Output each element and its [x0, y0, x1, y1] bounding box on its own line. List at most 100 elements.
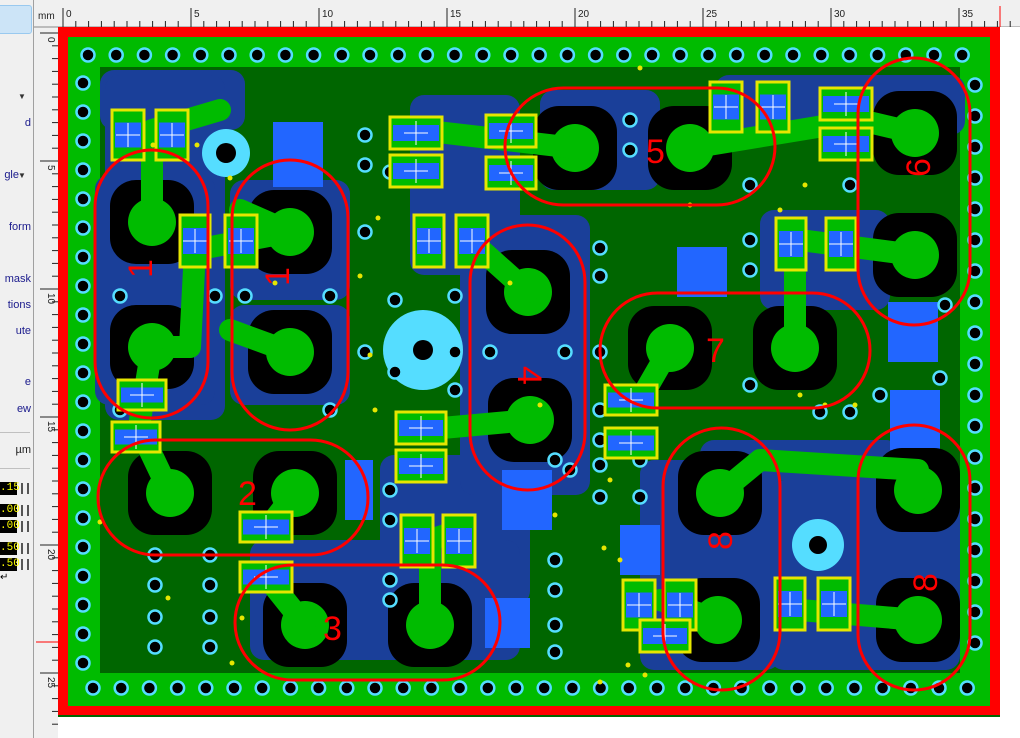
value-field-1[interactable]: .15: [0, 482, 20, 495]
ruler-label: 10: [322, 9, 334, 20]
via: [75, 104, 91, 120]
via: [846, 680, 863, 696]
via: [818, 680, 834, 696]
smd-crosshair: [619, 431, 643, 455]
via: [649, 680, 665, 696]
silk-label: 1: [259, 267, 297, 286]
vias: [75, 47, 983, 696]
via: [395, 680, 411, 696]
via: [75, 626, 91, 642]
via: [75, 394, 91, 410]
copper-pad-area: [888, 302, 938, 362]
via: [503, 47, 519, 63]
tool-panel: ▼ d gle ▼ form mask tions ute e ew µm .1…: [0, 0, 34, 738]
spin-button[interactable]: [21, 543, 29, 554]
via: [198, 680, 214, 696]
via-dot: [642, 672, 648, 678]
via: [75, 452, 91, 468]
smd-crosshair: [405, 529, 429, 553]
rotate-icon[interactable]: ↵: [0, 572, 9, 583]
copper-pad-area: [502, 470, 552, 530]
smd-outline: [116, 378, 168, 412]
panel-item-3[interactable]: form: [9, 221, 31, 233]
ruler-label: 20: [578, 9, 590, 20]
via: [954, 47, 970, 63]
smd-outline: [223, 213, 259, 269]
via: [113, 680, 129, 696]
via: [557, 344, 573, 360]
via: [644, 47, 660, 63]
silkscreen-outline: [93, 148, 210, 420]
silk-label: 8: [907, 573, 945, 592]
panel-item-5[interactable]: tions: [7, 299, 31, 311]
via-dot: [150, 142, 156, 148]
spin-button[interactable]: [21, 483, 29, 494]
via-dot: [507, 280, 513, 286]
via-dot: [357, 273, 363, 279]
via: [382, 572, 398, 588]
smd-crosshair: [627, 593, 651, 617]
via-dot: [625, 662, 631, 668]
dropdown-arrow-icon[interactable]: ▼: [18, 171, 26, 180]
via: [841, 47, 858, 63]
smd-outline: [603, 426, 659, 460]
smd-crosshair: [409, 454, 433, 478]
via: [813, 47, 829, 63]
value-field-5[interactable]: .50: [0, 558, 20, 571]
via: [75, 365, 91, 381]
via: [672, 47, 688, 63]
unit-label: µm: [15, 444, 31, 456]
panel-item-2[interactable]: gle: [4, 169, 19, 181]
via-hole: [809, 536, 827, 554]
dropdown-arrow-icon[interactable]: ▼: [18, 92, 26, 101]
ruler-label: 30: [834, 9, 846, 20]
spin-button[interactable]: [21, 521, 29, 532]
via-dot: [367, 352, 373, 358]
trace: [709, 449, 929, 504]
via: [592, 240, 608, 256]
value-field-2[interactable]: .00: [0, 504, 20, 517]
silk-label: 1: [122, 259, 160, 278]
via: [75, 133, 91, 149]
via-dot: [272, 280, 278, 286]
divider: [0, 468, 30, 469]
trace: [219, 319, 301, 363]
via: [418, 47, 435, 63]
panel-item-6[interactable]: ute: [15, 325, 31, 337]
smd-outline: [603, 383, 659, 417]
via: [75, 539, 91, 555]
via: [967, 294, 983, 310]
smd-outline: [484, 113, 538, 149]
top-ruler[interactable]: [34, 0, 1020, 27]
via: [390, 47, 406, 63]
value-field-3[interactable]: .00: [0, 520, 20, 533]
selected-tool-button[interactable]: [0, 5, 32, 34]
via: [762, 680, 778, 696]
silkscreen-outline: [856, 423, 972, 692]
spin-button[interactable]: [21, 559, 29, 570]
panel-item-8[interactable]: ew: [16, 403, 31, 415]
via: [592, 268, 608, 284]
smd-outline: [394, 410, 448, 446]
panel-item-7[interactable]: e: [24, 376, 31, 388]
panel-item-1[interactable]: d: [24, 117, 31, 129]
panel-item-4[interactable]: mask: [4, 273, 31, 285]
via: [382, 482, 398, 498]
smd-crosshair: [834, 92, 858, 116]
via: [164, 47, 181, 63]
spin-button[interactable]: [21, 505, 29, 516]
via: [932, 370, 948, 386]
via: [842, 404, 858, 420]
silk-label: 4: [510, 366, 548, 385]
smd-outline: [154, 108, 190, 162]
left-ruler[interactable]: [34, 27, 58, 738]
smd-outline: [774, 216, 808, 272]
value-field-4[interactable]: .50: [0, 542, 20, 555]
ruler-label: 15: [450, 9, 462, 20]
via-dot: [852, 402, 858, 408]
via: [147, 639, 163, 655]
via: [622, 112, 638, 128]
via: [547, 552, 563, 568]
